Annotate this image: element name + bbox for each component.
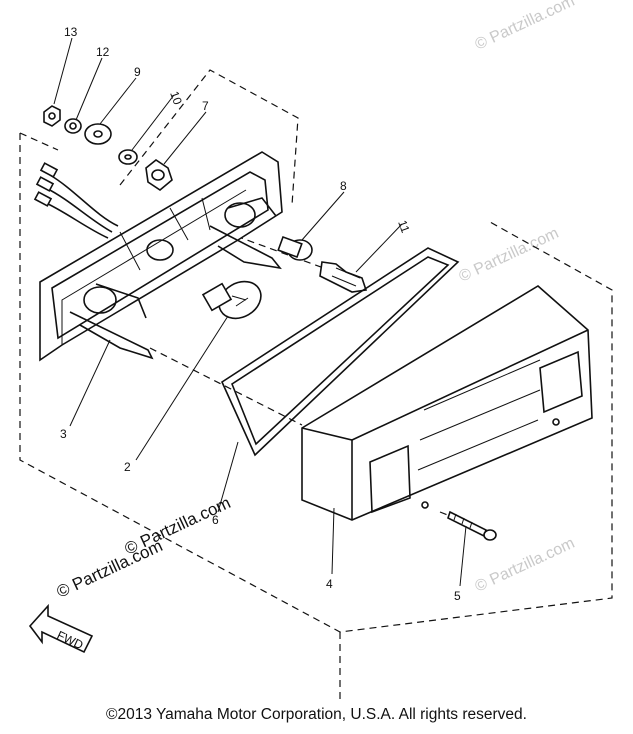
gasket <box>220 247 460 457</box>
callout-3: 3 <box>60 427 67 441</box>
fwd-arrow-icon: FWD <box>28 603 94 654</box>
callout-13: 13 <box>64 25 78 39</box>
callout-2: 2 <box>124 460 131 474</box>
leader-lines <box>53 37 467 587</box>
collar-and-bolt <box>277 235 368 293</box>
callout-5: 5 <box>454 589 461 603</box>
lens <box>301 285 593 521</box>
watermark: © Partzilla.com <box>54 536 166 602</box>
watermark: © Partzilla.com <box>473 535 578 596</box>
callout-4: 4 <box>326 577 333 591</box>
bulb <box>201 280 262 320</box>
callout-7: 7 <box>202 99 209 113</box>
wire-harness <box>33 162 119 239</box>
lamp-housing <box>39 151 283 362</box>
lens-screw <box>447 510 497 541</box>
callout-9: 9 <box>134 65 141 79</box>
watermark: © Partzilla.com <box>457 225 562 286</box>
watermark: © Partzilla.com <box>473 0 578 54</box>
callout-10: 10 <box>167 89 185 107</box>
callout-8: 8 <box>340 179 347 193</box>
callout-11: 11 <box>395 218 413 235</box>
exploded-parts-diagram: © Partzilla.com © Partzilla.com © Partzi… <box>19 0 613 700</box>
fasteners <box>43 105 173 191</box>
callout-12: 12 <box>96 45 110 59</box>
copyright-notice: ©2013 Yamaha Motor Corporation, U.S.A. A… <box>106 706 527 723</box>
callout-6: 6 <box>212 513 219 527</box>
callout-numbers: 13 12 9 10 7 8 11 3 2 6 4 5 <box>60 25 461 603</box>
